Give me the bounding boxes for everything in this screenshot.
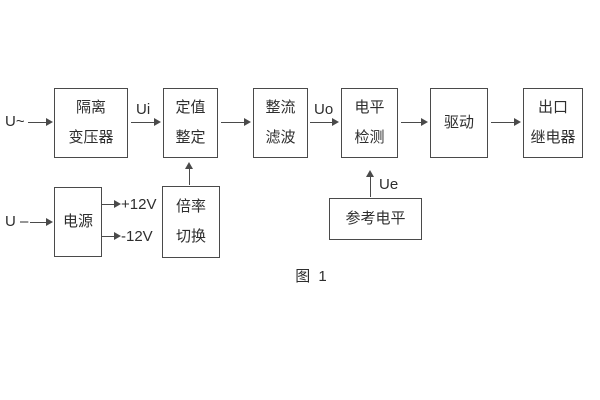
- arrow-right-icon: [401, 118, 428, 127]
- box-ratio-switch-line1: 倍率: [175, 198, 206, 215]
- arrow-shaft: [401, 121, 422, 124]
- arrow-right-icon: [30, 218, 53, 227]
- arrow-head: [114, 200, 121, 208]
- figure-caption: 图 1: [295, 268, 329, 285]
- arrow-shaft: [30, 221, 47, 224]
- box-output-relay: 出口 继电器: [523, 88, 583, 158]
- label-ac-input: U~: [5, 113, 25, 130]
- label-signal-ui: Ui: [136, 101, 151, 118]
- box-ratio-switch: 倍率 切换: [162, 186, 220, 258]
- arrow-up-icon: [366, 170, 375, 197]
- box-power-supply-label: 电源: [62, 213, 93, 230]
- box-output-relay-line1: 出口: [537, 99, 568, 116]
- arrow-shaft: [131, 121, 155, 124]
- arrow-head: [185, 162, 193, 169]
- box-isolation-transformer-line1: 隔离: [75, 99, 106, 116]
- box-output-relay-line2: 继电器: [530, 129, 576, 146]
- box-isolation-transformer-line2: 变压器: [68, 129, 114, 146]
- arrow-head: [514, 118, 521, 126]
- arrow-up-icon: [185, 162, 194, 185]
- box-level-detection-line2: 检测: [354, 129, 385, 146]
- arrow-shaft: [310, 121, 333, 124]
- box-level-detection: 电平 检测: [341, 88, 398, 158]
- arrow-shaft: [188, 167, 191, 185]
- arrow-right-icon: [28, 118, 53, 127]
- arrow-shaft: [102, 235, 115, 238]
- arrow-head: [421, 118, 428, 126]
- arrow-right-icon: [491, 118, 521, 127]
- arrow-shaft: [491, 121, 515, 124]
- box-setting-adjustment-line1: 定值: [175, 99, 206, 116]
- box-drive-line1: 驱动: [443, 114, 474, 131]
- box-setting-adjustment: 定值 整定: [163, 88, 218, 158]
- label-dc-input: U –: [5, 213, 29, 230]
- label-plus-12v: +12V: [121, 196, 157, 213]
- arrow-head: [366, 170, 374, 177]
- arrow-shaft: [28, 121, 47, 124]
- arrow-head: [46, 218, 53, 226]
- arrow-shaft: [221, 121, 245, 124]
- box-rectifier-filter-line1: 整流: [265, 99, 296, 116]
- arrow-right-icon: [221, 118, 251, 127]
- arrow-head: [154, 118, 161, 126]
- arrow-shaft: [369, 175, 372, 197]
- box-isolation-transformer: 隔离 变压器: [54, 88, 128, 158]
- box-ratio-switch-line2: 切换: [175, 228, 206, 245]
- arrow-head: [244, 118, 251, 126]
- box-power-supply: 电源: [54, 187, 102, 257]
- arrow-head: [332, 118, 339, 126]
- label-minus-12v: -12V: [121, 228, 153, 245]
- box-drive: 驱动: [430, 88, 488, 158]
- box-rectifier-filter-line2: 滤波: [265, 129, 296, 146]
- box-reference-level: 参考电平: [329, 198, 422, 240]
- arrow-right-icon: [131, 118, 161, 127]
- box-reference-level-label: 参考电平: [345, 210, 406, 227]
- arrow-head: [114, 232, 121, 240]
- label-signal-uo: Uo: [314, 101, 334, 118]
- box-setting-adjustment-line2: 整定: [175, 129, 206, 146]
- arrow-shaft: [102, 203, 115, 206]
- arrow-right-icon: [102, 200, 121, 209]
- box-rectifier-filter: 整流 滤波: [253, 88, 308, 158]
- arrow-right-icon: [102, 232, 121, 241]
- arrow-right-icon: [310, 118, 339, 127]
- arrow-head: [46, 118, 53, 126]
- box-level-detection-line1: 电平: [354, 99, 385, 116]
- label-signal-ue: Ue: [379, 176, 399, 193]
